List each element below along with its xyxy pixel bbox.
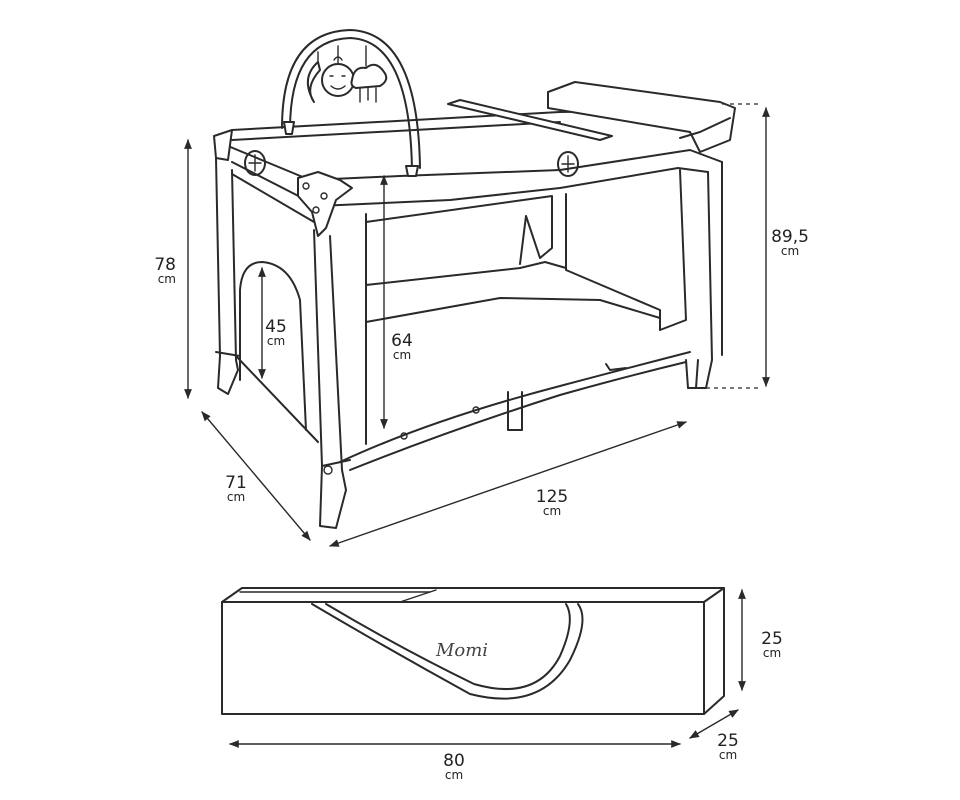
label-height-total: 78 cm xyxy=(154,255,176,286)
carry-bag-drawing xyxy=(221,587,725,715)
label-bag-length: 80 cm xyxy=(443,751,465,782)
label-inner-height: 64 cm xyxy=(391,331,413,362)
svg-text:cm: cm xyxy=(543,504,561,518)
label-bag-height: 25 cm xyxy=(761,629,783,660)
label-depth: 71 cm xyxy=(225,473,247,504)
label-length: 125 cm xyxy=(536,487,568,518)
svg-text:78: 78 xyxy=(154,255,176,275)
brand-logo-text: Momi xyxy=(435,640,488,661)
svg-text:64: 64 xyxy=(391,331,413,351)
dimension-arrow-icon xyxy=(184,107,770,748)
svg-text:125: 125 xyxy=(536,487,568,507)
label-door-height: 45 cm xyxy=(265,317,287,348)
svg-text:25: 25 xyxy=(761,629,783,649)
svg-text:cm: cm xyxy=(227,490,245,504)
svg-text:cm: cm xyxy=(158,272,176,286)
svg-text:cm: cm xyxy=(781,244,799,258)
label-bag-depth: 25 cm xyxy=(717,731,739,762)
svg-text:cm: cm xyxy=(763,646,781,660)
svg-text:cm: cm xyxy=(393,348,411,362)
travel-cot-drawing xyxy=(213,81,736,529)
svg-text:80: 80 xyxy=(443,751,465,771)
svg-text:cm: cm xyxy=(267,334,285,348)
svg-text:cm: cm xyxy=(445,768,463,782)
play-arch-icon xyxy=(281,29,421,177)
svg-text:45: 45 xyxy=(265,317,287,337)
svg-text:25: 25 xyxy=(717,731,739,751)
svg-text:cm: cm xyxy=(719,748,737,762)
label-height-top: 89,5 cm xyxy=(771,227,809,258)
svg-text:71: 71 xyxy=(225,473,247,493)
svg-text:89,5: 89,5 xyxy=(771,227,809,247)
